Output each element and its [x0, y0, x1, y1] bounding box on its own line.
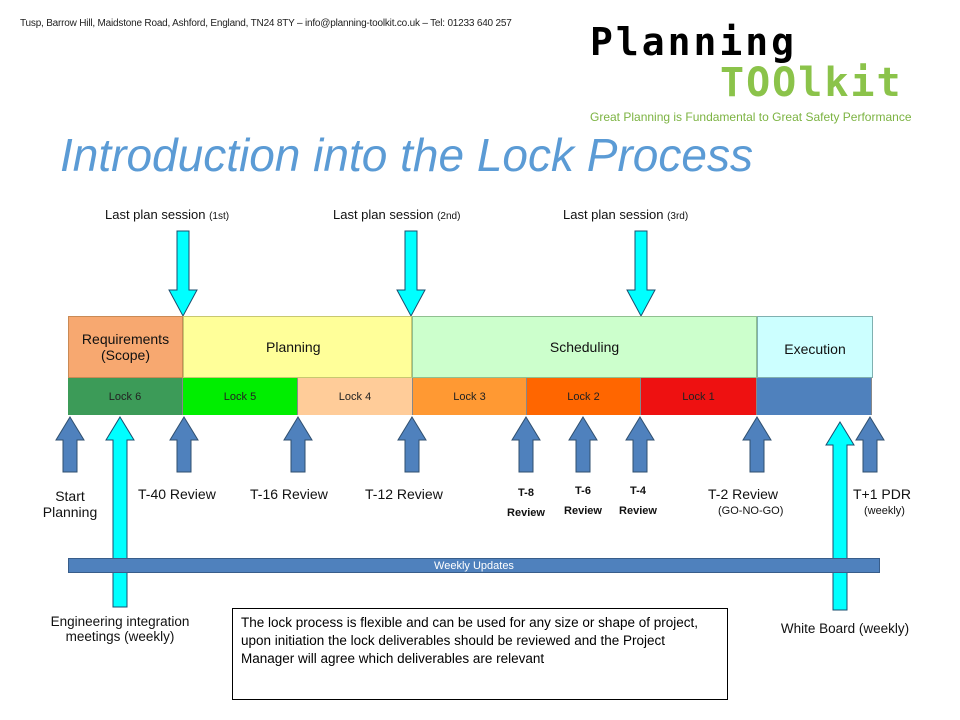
up-arrow-t16	[283, 416, 313, 473]
down-arrow-session-1	[168, 230, 198, 318]
lock-6: Lock 6	[68, 378, 183, 415]
down-arrow-session-2	[396, 230, 426, 318]
up-arrow-t40	[169, 416, 199, 473]
label-t1-sub: (weekly)	[864, 505, 905, 517]
up-arrow-start	[55, 416, 85, 473]
up-arrow-whiteboard	[825, 421, 855, 611]
lock-2: Lock 2	[527, 378, 641, 415]
up-arrow-t8	[511, 416, 541, 473]
label-t6: T-6 Review	[564, 485, 602, 517]
label-t12-review: T-12 Review	[365, 486, 443, 502]
tagline: Great Planning is Fundamental to Great S…	[590, 110, 912, 124]
label-start-planning: Start Planning	[42, 488, 98, 520]
lock-1: Lock 1	[641, 378, 757, 415]
down-arrow-session-3	[626, 230, 656, 318]
logo-toolkit: TOOlkit	[720, 60, 903, 106]
session-label-1: Last plan session (1st)	[105, 207, 230, 222]
lock-3: Lock 3	[413, 378, 527, 415]
logo-planning: Planning	[590, 20, 798, 64]
label-engineering-meetings: Engineering integration meetings (weekly…	[50, 614, 190, 644]
label-white-board: White Board (weekly)	[780, 621, 910, 636]
lock-4: Lock 4	[298, 378, 413, 415]
up-arrow-t1	[855, 416, 885, 473]
phase-scheduling: Scheduling	[412, 316, 757, 378]
up-arrow-t12	[397, 416, 427, 473]
session-label-2: Last plan session (2nd)	[333, 207, 461, 222]
label-t2-sub: (GO-NO-GO)	[718, 505, 784, 517]
up-arrow-t4	[625, 416, 655, 473]
label-t8: T-8 Review	[507, 487, 545, 519]
label-t4: T-4 Review	[619, 485, 657, 517]
label-t1-pdr: T+1 PDR	[853, 486, 911, 502]
session-label-3: Last plan session (3rd)	[563, 207, 689, 222]
up-arrow-t6	[568, 416, 598, 473]
page-title: Introduction into the Lock Process	[60, 129, 753, 181]
weekly-updates-bar: Weekly Updates	[68, 558, 880, 573]
label-t40-review: T-40 Review	[138, 486, 216, 502]
label-t16-review: T-16 Review	[250, 486, 328, 502]
phase-requirements: Requirements (Scope)	[68, 316, 183, 378]
label-t2-review: T-2 Review	[708, 486, 779, 502]
note-box: The lock process is flexible and can be …	[232, 608, 728, 700]
phase-planning: Planning	[183, 316, 412, 378]
up-arrow-t2	[742, 416, 772, 473]
phase-execution: Execution	[757, 316, 873, 378]
lock-5: Lock 5	[183, 378, 298, 415]
contact-info: Tusp, Barrow Hill, Maidstone Road, Ashfo…	[20, 18, 512, 29]
up-arrow-engineering	[105, 416, 135, 608]
lock-execution	[757, 378, 872, 415]
